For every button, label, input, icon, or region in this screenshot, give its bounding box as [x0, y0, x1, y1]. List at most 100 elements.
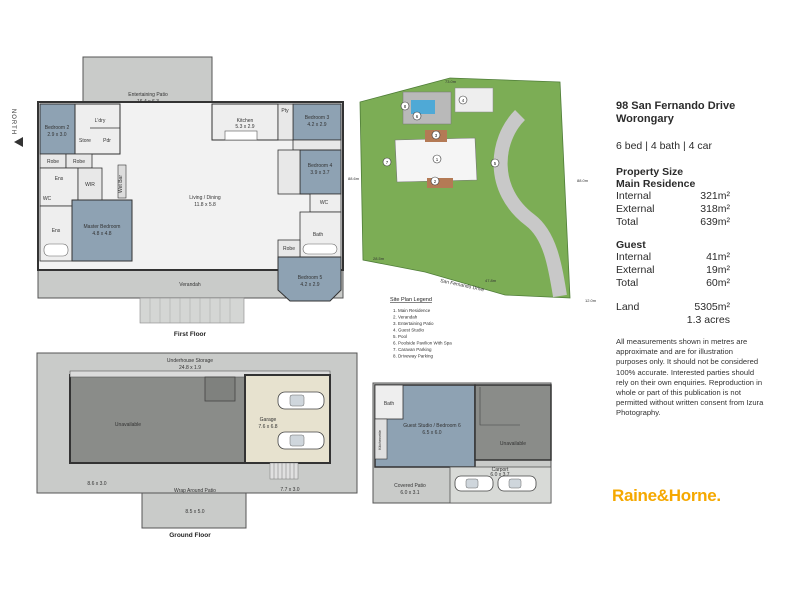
land-row: Land 5305m² — [616, 301, 796, 314]
site-plan: 1 2 3 4 5 6 7 8 73.0m 88.6m 88.0m 28.5m … — [348, 77, 597, 303]
wir-label: WIR — [85, 182, 95, 188]
logo-word: Raine — [612, 486, 657, 505]
ground-floor-caption: Ground Floor — [169, 532, 211, 539]
land-value: 5305m² — [694, 301, 730, 313]
bedroom4-dim: 3.9 x 3.7 — [310, 170, 329, 176]
store-label: Store — [79, 138, 91, 144]
legend-item: 1. Main Residence — [393, 308, 431, 313]
wrap-patio-label: Wrap Around Patio — [174, 488, 216, 494]
site-dim: 88.0m — [577, 178, 589, 183]
entertaining-patio-label: Entertaining Patio — [128, 92, 168, 98]
bath-label: Bath — [313, 232, 324, 238]
bedroom3-label: Bedroom 3 — [305, 115, 330, 121]
guest-studio-plan: Bath Kitchenette Guest Studio / Bedroom … — [372, 382, 552, 504]
size-label: Internal — [616, 190, 652, 202]
pantry-label: Pty — [281, 108, 289, 114]
patio-dim: 8.6 x 3.0 — [87, 481, 106, 487]
underhouse-storage-label: Underhouse Storage — [167, 358, 213, 364]
site-dim: 88.6m — [348, 176, 360, 181]
wc-label: WC — [43, 196, 52, 202]
site-marker: 4 — [462, 98, 465, 103]
site-marker: 2 — [434, 179, 437, 184]
legend-item: 6. Poolside Pavilion With Spa — [393, 341, 452, 346]
legend-item: 2. Verandah — [393, 315, 418, 320]
raine-horne-logo: Raine&Horne. — [612, 486, 721, 506]
kitchenette-label: Kitchenette — [377, 429, 382, 450]
robe-label: Robe — [283, 246, 295, 252]
site-marker: 3 — [435, 133, 438, 138]
bedroom2-label: Bedroom 2 — [45, 125, 70, 131]
property-size-heading: Property Size — [616, 166, 684, 178]
first-floor-plan: Entertaining Patio 16.4 x 6.3 Bedroom 2 … — [10, 56, 344, 338]
disclaimer: All measurements shown in metres are app… — [616, 337, 764, 418]
guest-heading: Guest — [616, 239, 646, 251]
size-row: Internal 321m² — [616, 190, 796, 203]
size-label: External — [616, 264, 655, 276]
unavailable-label: Unavailable — [115, 422, 141, 428]
master-bedroom-label: Master Bedroom — [84, 224, 121, 230]
address-line2: Worongary — [616, 113, 674, 125]
property-info-panel: 98 San Fernando Drive Worongary 6 bed | … — [616, 100, 796, 419]
site-dim: 28.5m — [373, 256, 385, 261]
size-label: External — [616, 203, 655, 215]
land-label: Land — [616, 301, 640, 313]
ground-floor-plan: Underhouse Storage 24.8 x 1.9 Unavailabl… — [36, 352, 358, 539]
size-value: 321m² — [700, 190, 730, 202]
address-line1: 98 San Fernando Drive — [616, 100, 736, 112]
bedroom2-dim: 2.9 x 3.0 — [47, 132, 66, 138]
land-acres-row: 1.3 acres — [616, 314, 796, 327]
bedroom5-dim: 4.2 x 2.9 — [300, 282, 319, 288]
main-residence-heading: Main Residence — [616, 178, 696, 190]
size-value: 19m² — [706, 264, 730, 276]
robe-label: Robe — [73, 159, 85, 165]
legend-item: 4. Guest Studio — [393, 328, 425, 333]
size-value: 318m² — [700, 203, 730, 215]
underhouse-storage-dim: 24.8 x 1.9 — [179, 365, 201, 371]
legend-item: 5. Pool — [393, 334, 407, 339]
site-dim: 73.0m — [445, 79, 457, 84]
living-dining-label: Living / Dining — [189, 195, 221, 201]
legend-item: 8. Driveway Parking — [393, 354, 434, 359]
patio-dim: 8.5 x 5.0 — [185, 509, 204, 515]
unavailable-label: Unavailable — [500, 441, 526, 447]
size-label: Total — [616, 277, 639, 289]
bedroom4-label: Bedroom 4 — [308, 163, 333, 169]
entertaining-patio-dim: 16.4 x 6.3 — [137, 99, 159, 105]
powder-room-label: Pdr — [103, 138, 111, 144]
bedroom5-label: Bedroom 5 — [298, 275, 323, 281]
kitchen-label: Kitchen — [237, 118, 254, 124]
site-marker: 5 — [494, 161, 497, 166]
size-label: Internal — [616, 251, 652, 263]
site-dim: 47.8m — [485, 278, 497, 283]
guest-studio-label: Guest Studio / Bedroom 6 — [403, 423, 461, 429]
patio-dim: 7.7 x 3.0 — [280, 487, 299, 493]
size-row: External 19m² — [616, 264, 796, 277]
legend-title: Site Plan Legend — [390, 297, 432, 303]
ensuite-label: Ens — [52, 228, 61, 234]
covered-patio-dim: 6.0 x 3.1 — [400, 490, 419, 496]
kitchen-dim: 5.3 x 2.9 — [235, 124, 254, 130]
site-marker: 8 — [404, 104, 407, 109]
guest-bath-label: Bath — [384, 401, 395, 407]
carport-dim: 6.0 x 3.7 — [490, 472, 509, 478]
size-row: External 318m² — [616, 203, 796, 216]
wc-label: WC — [320, 200, 329, 206]
size-label: Total — [616, 216, 639, 228]
legend-item: 3. Entertaining Patio — [393, 321, 434, 326]
logo-dot: . — [716, 486, 721, 505]
north-label: NORTH — [10, 109, 16, 135]
site-marker: 1 — [436, 157, 439, 162]
legend-item: 7. Caravan Parking — [393, 347, 432, 352]
wet-bar-label: Wet Bar — [118, 175, 124, 193]
logo-word: Horne — [668, 486, 717, 505]
laundry-label: L'dry — [95, 118, 106, 124]
garage-dim: 7.6 x 6.8 — [258, 424, 277, 430]
features-summary: 6 bed | 4 bath | 4 car — [616, 140, 712, 152]
size-value: 41m² — [706, 251, 730, 263]
size-row: Total 60m² — [616, 277, 796, 290]
size-value: 60m² — [706, 277, 730, 289]
garage-label: Garage — [260, 417, 277, 423]
verandah-label: Verandah — [179, 282, 201, 288]
land-acres: 1.3 acres — [686, 314, 730, 326]
